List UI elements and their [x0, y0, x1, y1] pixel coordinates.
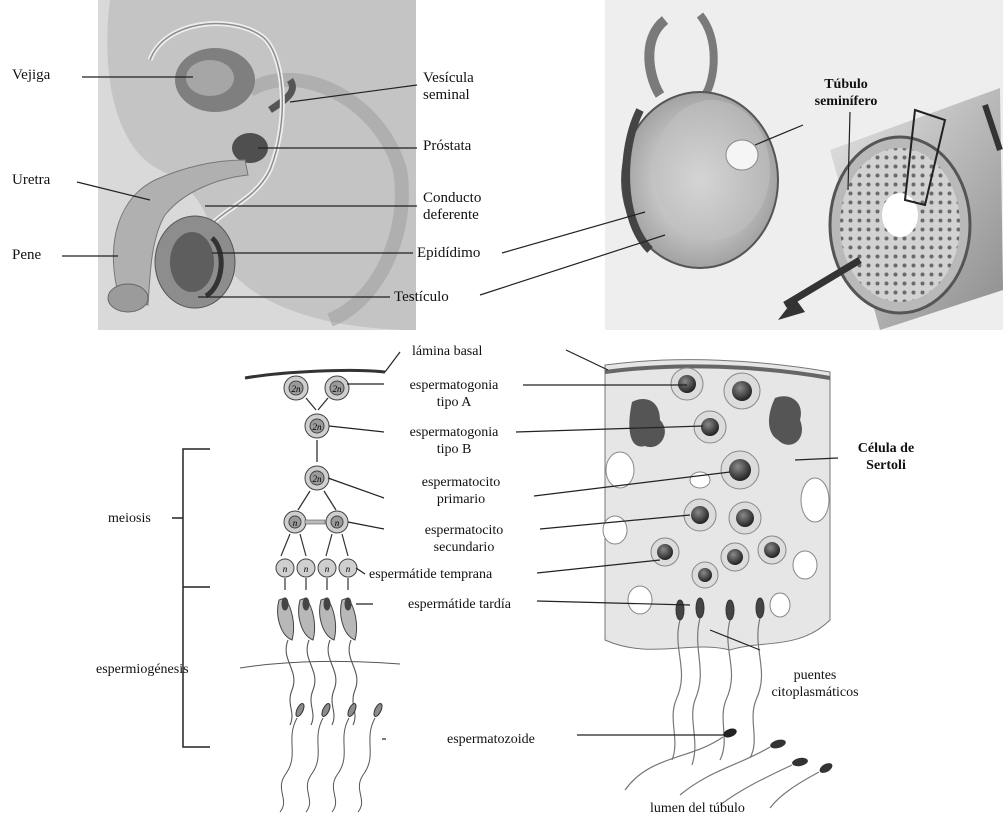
label-vejiga: Vejiga — [12, 67, 50, 84]
label-espermatogonia-a: espermatogonia tipo A — [391, 377, 517, 411]
label-espermatozoide: espermatozoide — [447, 731, 535, 748]
lumen-spermatozoa — [625, 727, 834, 808]
spermatogonia-a-cells: 2n 2n — [284, 376, 349, 400]
spermatozoa-left — [294, 702, 383, 717]
label-testiculo: Testículo — [394, 289, 449, 306]
svg-text:n: n — [335, 518, 340, 528]
label-epididimo: Epidídimo — [417, 245, 480, 262]
spermatogonia-b-cell: 2n — [305, 414, 329, 438]
tubule-wall-illustration — [603, 360, 834, 808]
label-espermatocito-primario: espermatocito primario — [391, 474, 531, 508]
testis-shape — [170, 232, 214, 292]
early-spermatid-cells: n n n n — [276, 559, 357, 577]
svg-text:n: n — [304, 564, 309, 574]
spermatozoa-left-tails — [280, 718, 375, 812]
label-espermatide-temprana: espermátide temprana — [369, 566, 492, 583]
label-lumen-tubulo: lumen del túbulo — [650, 800, 745, 817]
svg-text:2n: 2n — [313, 422, 323, 432]
label-conducto-deferente: Conducto deferente — [423, 190, 481, 224]
label-uretra: Uretra — [12, 172, 50, 189]
phase-bracket — [183, 449, 210, 747]
late-spermatid-cells — [278, 598, 357, 640]
label-prostata: Próstata — [423, 138, 471, 155]
spermatogenesis-schematic: 2n 2n 2n 2n n — [172, 370, 400, 812]
label-celula-sertoli: Célula de Sertoli — [840, 440, 932, 474]
label-espermatocito-secundario: espermatocito secundario — [391, 522, 537, 556]
anatomy-illustration — [98, 0, 416, 330]
label-puentes-citoplasmaticos: puentes citoplasmáticos — [755, 667, 875, 701]
svg-text:2n: 2n — [333, 384, 343, 394]
label-pene: Pene — [12, 247, 41, 264]
svg-text:n: n — [346, 564, 351, 574]
svg-text:n: n — [283, 564, 288, 574]
secondary-spermatocyte-cells: n n — [284, 511, 348, 533]
primary-spermatocyte-cell: 2n — [305, 466, 329, 490]
label-tubulo-seminifero: Túbulo seminífero — [806, 76, 886, 110]
svg-text:n: n — [293, 518, 298, 528]
svg-text:2n: 2n — [313, 474, 323, 484]
label-meiosis: meiosis — [108, 510, 151, 527]
svg-text:2n: 2n — [292, 384, 302, 394]
label-vesicula-seminal: Vesícula seminal — [423, 70, 474, 104]
label-espermiogenesis: espermiogénesis — [96, 661, 189, 678]
testis-illustration — [605, 0, 1003, 330]
label-espermatide-tardia: espermátide tardía — [408, 596, 511, 613]
label-espermatogonia-b: espermatogonia tipo B — [391, 424, 517, 458]
svg-text:n: n — [325, 564, 330, 574]
label-lamina-basal: lámina basal — [412, 343, 482, 360]
